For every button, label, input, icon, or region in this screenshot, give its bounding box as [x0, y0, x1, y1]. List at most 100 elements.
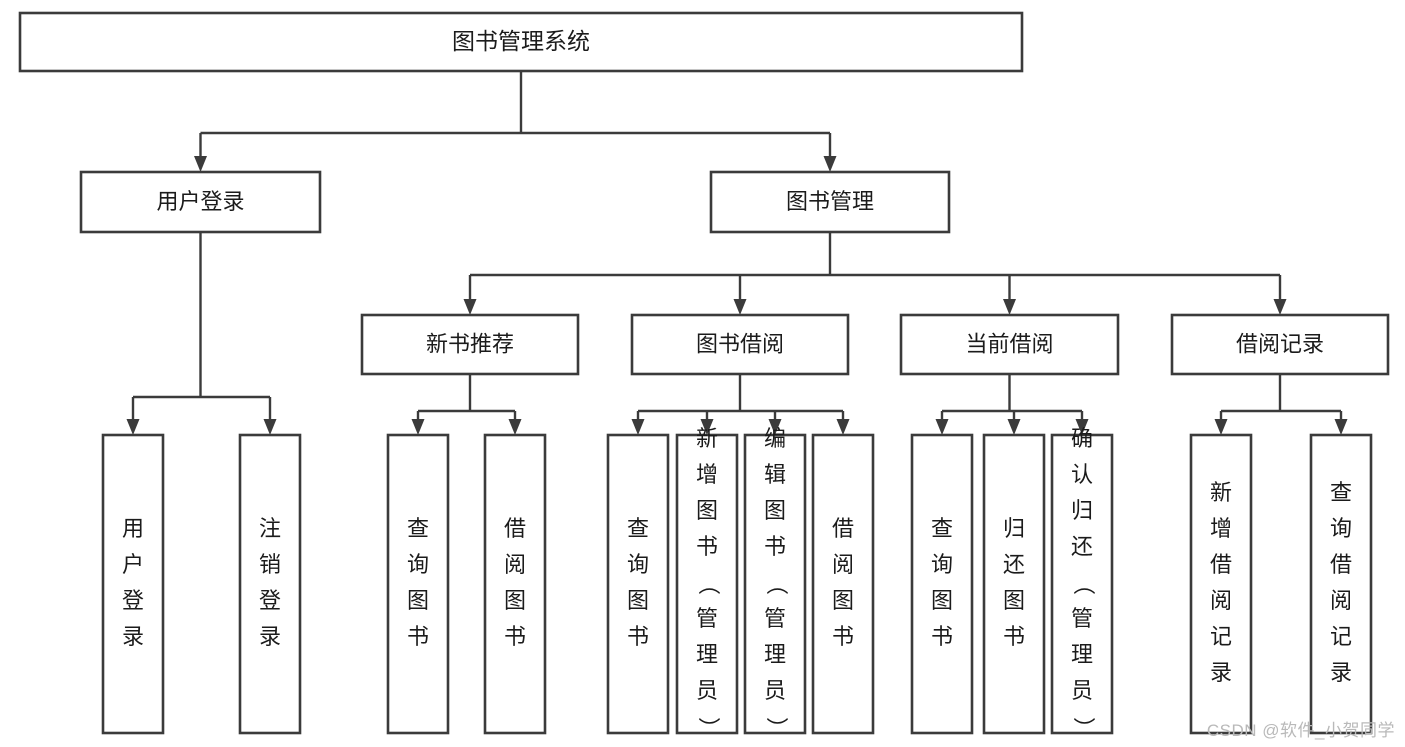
node-book-management-label: 图书管理	[786, 189, 874, 214]
svg-text:询: 询	[931, 552, 953, 577]
svg-text:辑: 辑	[764, 462, 786, 487]
node-borrow-record-box	[1170, 313, 1390, 376]
svg-text:还: 还	[1071, 534, 1093, 559]
svg-text:增: 增	[696, 462, 718, 487]
node-user-login[interactable]: 用户登录	[79, 170, 322, 234]
svg-text:新: 新	[1210, 480, 1232, 505]
node-root[interactable]: 图书管理系统	[18, 11, 1024, 73]
svg-text:录: 录	[122, 624, 144, 649]
svg-text:图: 图	[832, 588, 854, 613]
conn-book-management-arrow-3	[1273, 299, 1287, 315]
svg-text:注: 注	[259, 516, 281, 541]
svg-text:理: 理	[764, 642, 786, 667]
svg-text:登: 登	[259, 588, 281, 613]
nodes-layer: 图书管理系统用户登录图书管理新书推荐图书借阅当前借阅借阅记录用户登录注销登录查询…	[18, 11, 1390, 739]
node-leaf-add-book-box	[675, 433, 739, 735]
svg-text:员: 员	[1071, 678, 1093, 703]
node-current-borrow-label: 当前借阅	[965, 331, 1053, 356]
svg-text:借: 借	[832, 516, 854, 541]
node-leaf-confirm-return-box	[1050, 433, 1114, 735]
svg-text:图: 图	[1003, 588, 1025, 613]
conn-current-borrow-arrow-2	[1075, 419, 1089, 435]
svg-text:员: 员	[764, 678, 786, 703]
svg-text:借: 借	[1330, 552, 1352, 577]
conn-current-borrow-arrow-1	[1007, 419, 1021, 435]
svg-text:（: （	[696, 573, 721, 595]
svg-text:查: 查	[407, 516, 429, 541]
svg-text:书: 书	[1003, 624, 1025, 649]
node-leaf-query-book-bb-box	[606, 433, 670, 735]
svg-text:书: 书	[764, 534, 786, 559]
node-leaf-edit-book-box	[743, 433, 807, 735]
svg-text:理: 理	[696, 642, 718, 667]
node-leaf-user-login[interactable]: 用户登录	[101, 433, 165, 735]
svg-text:编: 编	[764, 426, 786, 451]
svg-text:查: 查	[931, 516, 953, 541]
node-new-book-recommend[interactable]: 新书推荐	[360, 313, 580, 376]
connectors-layer	[126, 71, 1348, 435]
svg-text:管: 管	[696, 606, 718, 631]
node-leaf-borrow-book-bb-box	[811, 433, 875, 735]
svg-text:借: 借	[1210, 552, 1232, 577]
svg-text:管: 管	[764, 606, 786, 631]
svg-text:管: 管	[1071, 606, 1093, 631]
node-root-box	[18, 11, 1024, 73]
conn-root-arrow-0	[194, 156, 207, 172]
node-book-management[interactable]: 图书管理	[709, 170, 951, 234]
node-leaf-return-book-box	[982, 433, 1046, 735]
svg-text:询: 询	[407, 552, 429, 577]
svg-text:用: 用	[122, 516, 144, 541]
svg-text:还: 还	[1003, 552, 1025, 577]
svg-text:书: 书	[627, 624, 649, 649]
svg-text:书: 书	[832, 624, 854, 649]
svg-text:归: 归	[1071, 498, 1093, 523]
svg-text:理: 理	[1071, 642, 1093, 667]
node-borrow-record[interactable]: 借阅记录	[1170, 313, 1390, 376]
node-current-borrow[interactable]: 当前借阅	[899, 313, 1120, 376]
svg-text:录: 录	[1210, 660, 1232, 685]
node-book-borrow[interactable]: 图书借阅	[630, 313, 850, 376]
node-root-label: 图书管理系统	[452, 28, 590, 54]
svg-text:）: ）	[696, 717, 721, 739]
conn-user-login-arrow-0	[126, 419, 140, 435]
svg-text:（: （	[764, 573, 789, 595]
node-new-book-recommend-label: 新书推荐	[426, 331, 514, 356]
svg-text:员: 员	[696, 678, 718, 703]
conn-new-book-recommend-arrow-0	[411, 419, 425, 435]
node-leaf-user-login-label: 用户登录	[122, 516, 144, 649]
svg-text:图: 图	[504, 588, 526, 613]
node-borrow-record-label: 借阅记录	[1236, 331, 1324, 356]
svg-text:）: ）	[764, 717, 789, 739]
node-leaf-add-record-box	[1189, 433, 1253, 735]
node-user-login-label: 用户登录	[156, 189, 244, 214]
conn-current-borrow-arrow-0	[935, 419, 949, 435]
svg-text:登: 登	[122, 588, 144, 613]
svg-text:）: ）	[1071, 717, 1096, 739]
svg-text:记: 记	[1210, 624, 1232, 649]
conn-book-borrow-arrow-3	[836, 419, 850, 435]
node-book-management-box	[709, 170, 951, 234]
svg-text:查: 查	[1330, 480, 1352, 505]
